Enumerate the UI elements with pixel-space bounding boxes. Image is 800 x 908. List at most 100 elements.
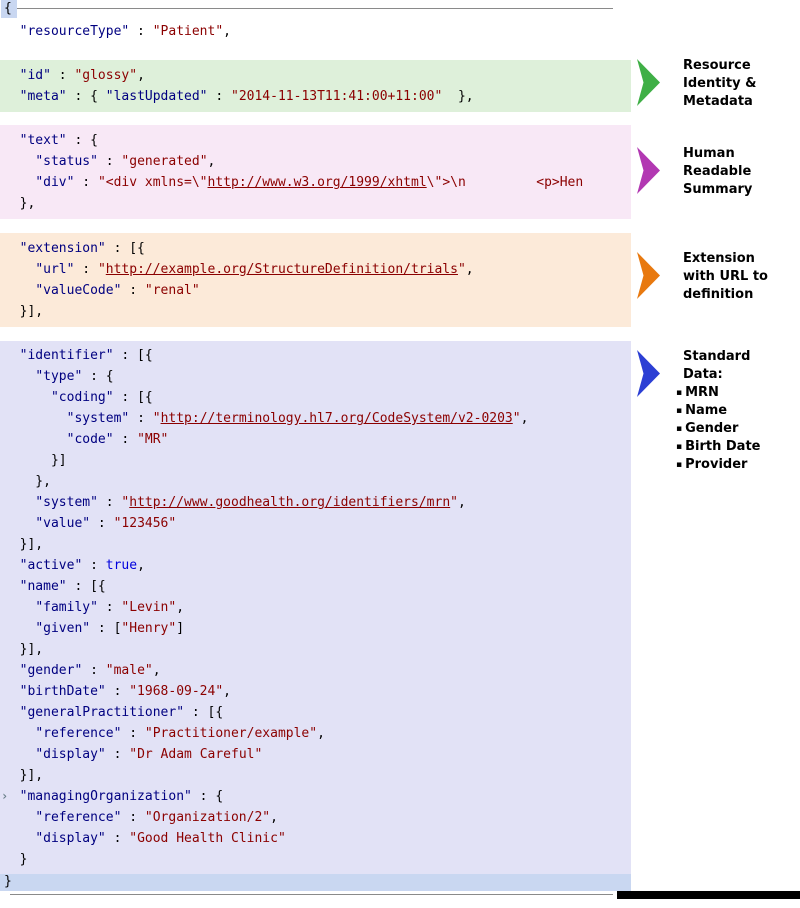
code-token: "name" [19, 579, 67, 594]
section-narrative: "text" : { "status" : "generated", "div"… [0, 125, 631, 219]
code-token: , [317, 726, 325, 741]
list-item: ▪Gender [676, 420, 760, 438]
code-line: "gender" : "male", [4, 660, 631, 681]
code-line: "generalPractitioner" : [{ [4, 702, 631, 723]
annotation-line: Standard [683, 349, 751, 364]
bullet-label: Birth Date [685, 439, 761, 454]
code-token: "MR" [137, 432, 169, 447]
code-token: : [121, 283, 145, 298]
code-token: : [97, 154, 122, 169]
code-line: "type" : { [4, 366, 631, 387]
code-token: , [137, 558, 145, 573]
annotation-line: Metadata [683, 94, 753, 109]
bullet-label: MRN [685, 385, 719, 400]
link-chevron-icon: › [1, 789, 9, 803]
url-link[interactable]: http://www.w3.org/1999/xhtml [207, 175, 427, 190]
code-token: : [50, 68, 75, 83]
code-token [4, 810, 35, 825]
code-token [4, 621, 35, 636]
bullet-list: ▪MRN ▪Name ▪Gender ▪Birth Date ▪Provider [676, 384, 760, 474]
code-token: }], [4, 642, 44, 657]
code-line: "url" : "http://example.org/StructureDef… [4, 259, 631, 280]
code-token: : [113, 432, 138, 447]
code-token: "reference" [35, 810, 122, 825]
code-token: "Good Health Clinic" [129, 831, 286, 846]
code-token: "birthDate" [19, 684, 106, 699]
list-item: ▪MRN [676, 384, 760, 402]
code-token [4, 411, 67, 426]
code-token: : [90, 516, 114, 531]
code-token: "display" [35, 747, 106, 762]
code-token: true [105, 558, 138, 573]
code-token: "lastUpdated" [105, 89, 208, 104]
code-line: "status" : "generated", [4, 151, 631, 172]
annotation-label: Resource Identity & Metadata [683, 57, 756, 111]
code-token: : [{ [113, 348, 153, 363]
code-token: "Practitioner/example" [144, 726, 318, 741]
code-token: ] [176, 621, 185, 636]
code-token: } [4, 852, 28, 867]
code-token: "id" [19, 68, 51, 83]
code-token [4, 175, 35, 190]
code-token [4, 663, 20, 678]
code-token: , [137, 68, 145, 83]
code-line: "given" : ["Henry"] [4, 618, 631, 639]
code-token: "resourceType" [19, 24, 130, 39]
annotation-label: Extension with URL to definition [683, 250, 768, 304]
bullet-square-icon: ▪ [676, 442, 683, 452]
code-token: , [207, 154, 216, 169]
code-token [4, 516, 35, 531]
code-token [4, 558, 20, 573]
annotation-line: Identity & [683, 76, 757, 91]
annotation-label: Standard Data: ▪MRN ▪Name ▪Gender ▪Birth… [676, 348, 760, 474]
section-extension: "extension" : [{ "url" : "http://example… [0, 233, 631, 327]
code-line: "identifier" : [{ [4, 345, 631, 366]
code-line: › "managingOrganization" : { [1, 786, 631, 807]
code-token: : [{ [105, 241, 145, 256]
code-token: "1968-09-24" [129, 684, 224, 699]
code-token [4, 89, 20, 104]
code-token: "url" [35, 262, 75, 277]
bottom-divider [10, 894, 613, 895]
code-token: "code" [66, 432, 114, 447]
bullet-label: Provider [685, 457, 748, 472]
code-token: }, [4, 196, 36, 211]
code-token: " [450, 495, 458, 510]
code-token: "2014-11-13T11:41:00+11:00" [231, 89, 443, 104]
code-token: }, [4, 474, 51, 489]
code-line: }], [4, 639, 631, 660]
code-token: " [512, 411, 521, 426]
code-line: "reference" : "Organization/2", [4, 807, 631, 828]
url-link[interactable]: http://example.org/StructureDefinition/t… [105, 262, 458, 277]
annotation-label: Human Readable Summary [683, 145, 752, 199]
code-token: , [152, 663, 161, 678]
code-token: "valueCode" [35, 283, 122, 298]
code-line: "meta" : { "lastUpdated" : "2014-11-13T1… [4, 86, 631, 107]
code-token: "Henry" [121, 621, 177, 636]
code-token [4, 432, 67, 447]
bottom-brace-row: } [0, 874, 631, 891]
code-token: " [121, 495, 130, 510]
code-token [4, 262, 35, 277]
code-token [4, 68, 20, 83]
code-line: "resourceType" : "Patient", [4, 21, 631, 42]
code-token: "managingOrganization" [19, 789, 192, 804]
url-link[interactable]: http://terminology.hl7.org/CodeSystem/v2… [160, 411, 513, 426]
code-token: , [223, 684, 231, 699]
code-token: }], [4, 768, 44, 783]
code-token: "active" [19, 558, 83, 573]
list-item: ▪Birth Date [676, 438, 760, 456]
code-token [4, 133, 20, 148]
code-token: "div" [35, 175, 75, 190]
code-line: "active" : true, [4, 555, 631, 576]
bullet-square-icon: ▪ [676, 388, 683, 398]
code-line: "birthDate" : "1968-09-24", [4, 681, 631, 702]
url-link[interactable]: http://www.goodhealth.org/identifiers/mr… [129, 495, 451, 510]
annotation-line: Human [683, 146, 735, 161]
code-line: }, [4, 193, 631, 214]
code-line: "system" : "http://www.goodhealth.org/id… [4, 492, 631, 513]
open-brace: { [1, 0, 17, 18]
bullet-square-icon: ▪ [676, 460, 683, 470]
code-token: " [457, 262, 466, 277]
